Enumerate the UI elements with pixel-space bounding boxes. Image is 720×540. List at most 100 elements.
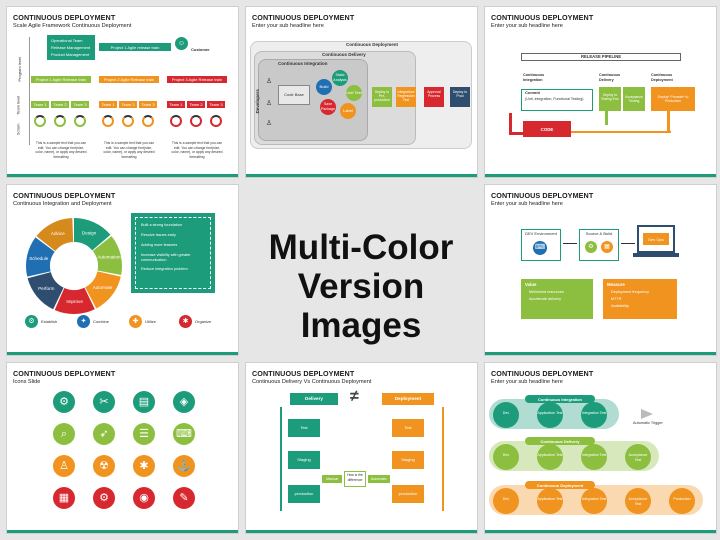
slide-title: CONTINUOUS DEPLOYMENT — [252, 369, 355, 378]
slide-title: CONTINUOUS DEPLOYMENT — [13, 191, 116, 200]
pipeline-band-title — [525, 395, 595, 403]
team-label: Team 1 — [101, 102, 115, 107]
pipeline-step-label: Approval Process — [427, 90, 441, 99]
deployment-header — [382, 393, 434, 405]
pipeline-stage: Integration Test — [581, 488, 607, 514]
pipeline-band-label: Continuous Deployment — [536, 482, 584, 488]
pipeline-stage: Acceptance Test — [625, 444, 651, 470]
slide-subtitle: Continuous Delivery Vs Continuous Deploy… — [252, 379, 372, 385]
bullet-item: Adding more features — [141, 243, 178, 247]
slide-5[interactable]: CONTINUOUS DEPLOYMENT Enter your sub hea… — [484, 184, 717, 356]
team-box — [139, 101, 157, 108]
wheel-label: Perform — [38, 286, 55, 291]
slide-2[interactable]: CONTINUOUS DEPLOYMENT Enter your sub hea… — [245, 6, 478, 178]
anchor-icon: ⚓ — [173, 455, 195, 477]
team-box — [187, 101, 205, 108]
release-box — [167, 76, 227, 83]
bullet-panel — [131, 213, 215, 293]
code-base-box — [278, 85, 310, 105]
wheel-label: Automate — [93, 285, 113, 290]
unit-test-node: Unit Test — [346, 85, 362, 101]
slide-accent-bar — [485, 352, 716, 355]
inner-label: Continuous Integration — [278, 61, 328, 66]
deploy-prod-label: Deploy* Promote* to Production — [657, 95, 689, 104]
list-icon: ▤ — [133, 391, 155, 413]
save-package-node: Save Package — [320, 99, 336, 115]
center-title-line2: Version Images — [297, 267, 425, 345]
mid-label: Continuous Delivery — [322, 52, 366, 57]
manual-tag — [322, 475, 342, 483]
pipeline-stage: Application Test — [537, 444, 563, 470]
slide-title: CONTINUOUS DEPLOYMENT — [13, 369, 116, 378]
team-box — [71, 101, 89, 108]
sprint-cycle-icon — [142, 115, 154, 127]
slide-title: CONTINUOUS DEPLOYMENT — [491, 191, 594, 200]
edit-icon: ✎ — [173, 487, 195, 509]
slide-1[interactable]: CONTINUOUS DEPLOYMENT Scale Agile Framew… — [6, 6, 239, 178]
slide-accent-bar — [246, 174, 477, 177]
customer-icon: ☺ — [175, 37, 188, 50]
delivery-step-label: Staging — [297, 457, 311, 462]
release-label: Project 1 Agile Release train — [35, 77, 87, 82]
slide-title: CONTINUOUS DEPLOYMENT — [491, 13, 594, 22]
slide-3[interactable]: CONTINUOUS DEPLOYMENT Enter your sub hea… — [484, 6, 717, 178]
ops-line: Product Management — [51, 52, 90, 57]
deployment-step — [392, 485, 424, 503]
slide-accent-bar — [7, 352, 238, 355]
slide-4[interactable]: CONTINUOUS DEPLOYMENT Continuous Integra… — [6, 184, 239, 356]
team-box — [207, 101, 225, 108]
slide-accent-bar — [246, 530, 477, 533]
delivery-step — [288, 485, 320, 503]
bullet-border — [135, 217, 211, 289]
slide-title: CONTINUOUS DEPLOYMENT — [491, 369, 594, 378]
ops-box — [47, 35, 95, 60]
team-box — [119, 101, 137, 108]
deployment-step-label: Staging — [401, 457, 415, 462]
team-label: Team 1 — [33, 102, 47, 107]
establish-icon: ⚙ — [25, 315, 38, 328]
delivery-header — [290, 393, 338, 405]
developer-icon: ♙ — [265, 120, 273, 127]
developer-icon: ♙ — [265, 100, 273, 107]
slide-subtitle: Icons Slide — [13, 379, 41, 385]
box-icon: ◈ — [173, 391, 195, 413]
pipeline-band-label: Continuous Delivery — [540, 438, 580, 444]
slide-8[interactable]: CONTINUOUS DEPLOYMENT Enter your sub hea… — [484, 362, 717, 534]
value-item: Minimized resources — [529, 290, 564, 294]
slide-subtitle: Enter your sub headline here — [252, 23, 324, 29]
deployment-step-label: Test — [404, 425, 412, 430]
label-node: Label — [340, 103, 356, 119]
acceptance-label: Acceptance Testing — [625, 95, 643, 104]
manual-label: Manual — [326, 476, 338, 481]
slide-6[interactable]: CONTINUOUS DEPLOYMENT Icons Slide ⚙✂▤◈⌕➶… — [6, 362, 239, 534]
source-icon: ⚙ — [585, 241, 597, 253]
wheel-label: Automation — [97, 255, 121, 260]
pipeline-stage: Integration Test — [581, 402, 607, 428]
not-equal-icon: ≠ — [350, 388, 359, 405]
acceptance-box — [623, 87, 645, 111]
project-banner — [99, 43, 171, 51]
deployment-step-label: production — [398, 491, 418, 496]
wheel-segment — [25, 237, 55, 277]
release-label: Project 2 Agile Release train — [103, 77, 155, 82]
pipeline-band-title — [525, 437, 595, 445]
legend-label: Utilize — [145, 319, 156, 324]
network-icon: ✱ — [133, 455, 155, 477]
chart-icon: ▦ — [53, 487, 75, 509]
bullet-item: Increase visibility with greater communi… — [141, 253, 191, 262]
slide-7[interactable]: CONTINUOUS DEPLOYMENT Continuous Deliver… — [245, 362, 478, 534]
difference-box — [344, 471, 366, 487]
team-label: Team 2 — [189, 102, 203, 107]
deployment-step — [392, 419, 424, 437]
team-label: Team 2 — [53, 102, 67, 107]
target-icon: ◉ — [133, 487, 155, 509]
slide-accent-bar — [485, 530, 716, 533]
bullet-item: Built a strong foundation — [141, 223, 182, 227]
trigger-arrow-icon — [641, 409, 653, 419]
slide-title: CONTINUOUS DEPLOYMENT — [252, 13, 355, 22]
value-head: Value — [525, 282, 537, 287]
hazard-icon: ☢ — [93, 455, 115, 477]
pipeline-step — [424, 87, 444, 107]
legend-label: Organize — [195, 319, 212, 324]
measure-item: Deployment frequency — [611, 290, 649, 294]
